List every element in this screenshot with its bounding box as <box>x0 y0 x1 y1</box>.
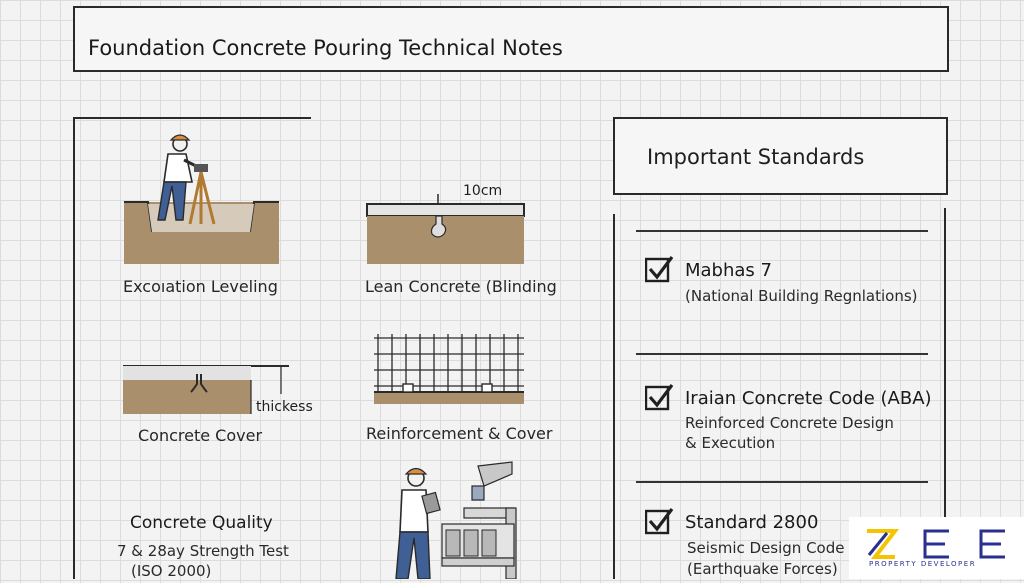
standards-list-left-border <box>613 214 615 579</box>
concrete-cover-illustration <box>123 365 289 414</box>
lab-worker-icon <box>395 467 441 579</box>
standard-desc-aba-line-2: & Execution <box>685 434 776 452</box>
left-panel-left-border <box>73 117 75 579</box>
step-label-reinforcement: Reinforcement & Cover <box>366 424 553 443</box>
logo-tagline: PROPERTY DEVELOPER <box>869 560 977 568</box>
soil-block <box>367 216 524 264</box>
quality-detail-line-1: 7 & 28ay Strength Test <box>117 542 289 560</box>
step-label-concrete-cover: Concrete Cover <box>138 426 263 445</box>
standards-list-right-border <box>944 208 946 579</box>
left-panel-top-border <box>73 117 311 119</box>
standards-header-box: Important Standards <box>613 117 948 195</box>
standards-separator <box>636 230 928 232</box>
step-label-lean-concrete: Lean Concrete (Blinding <box>365 277 557 296</box>
soil-block <box>374 392 524 404</box>
concrete-layer <box>123 366 251 380</box>
standard-name-mabhas: Mabhas 7 <box>685 260 772 281</box>
quality-detail-line-2: (ISO 2000) <box>131 562 212 580</box>
standard-desc-aba-line-1: Reinforced Concrete Design <box>685 414 894 432</box>
dimension-label-thickness: thickess <box>256 399 313 415</box>
lean-concrete-illustration <box>366 194 525 264</box>
checkbox-checked-icon <box>645 256 674 283</box>
checkbox-checked-icon <box>645 384 674 411</box>
standard-desc-2800-line-2: (Earthquake Forces) <box>687 560 838 578</box>
standards-title: Important Standards <box>647 145 865 169</box>
excavation-illustration <box>124 134 279 264</box>
step-label-concrete-quality: Concrete Quality <box>130 513 273 533</box>
rebar-grid <box>374 334 524 392</box>
soil-block <box>123 380 251 414</box>
page-title: Foundation Concrete Pouring Technical No… <box>88 36 563 60</box>
rebar-hook-icon <box>190 374 208 393</box>
step-label-excavation: Excoıation Leveling <box>123 277 278 296</box>
zee-logo-mark <box>867 529 1005 559</box>
footing-drop <box>430 215 447 238</box>
standard-name-2800: Standard 2800 <box>685 512 819 533</box>
company-logo: PROPERTY DEVELOPER <box>849 517 1024 579</box>
testing-machine-icon <box>441 461 517 579</box>
standards-separator <box>636 353 928 355</box>
lab-test-illustration <box>395 461 517 579</box>
checkbox-checked-icon <box>645 508 674 535</box>
standards-separator <box>636 481 928 483</box>
lean-concrete-layer <box>366 203 525 217</box>
standard-name-aba: Iraian Concrete Code (ABA) <box>685 388 932 409</box>
dimension-label-10cm: 10cm <box>463 183 503 199</box>
reinforcement-illustration <box>374 334 524 404</box>
standard-desc-2800-line-1: Seismic Design Code <box>687 539 845 557</box>
tripod-level-icon <box>188 164 216 225</box>
title-box: Foundation Concrete Pouring Technical No… <box>73 6 949 72</box>
spacer-block <box>481 383 493 393</box>
spacer-block <box>402 383 414 393</box>
standard-desc-mabhas: (National Building Regnlations) <box>685 287 918 305</box>
surveyor-worker-icon <box>157 134 201 221</box>
